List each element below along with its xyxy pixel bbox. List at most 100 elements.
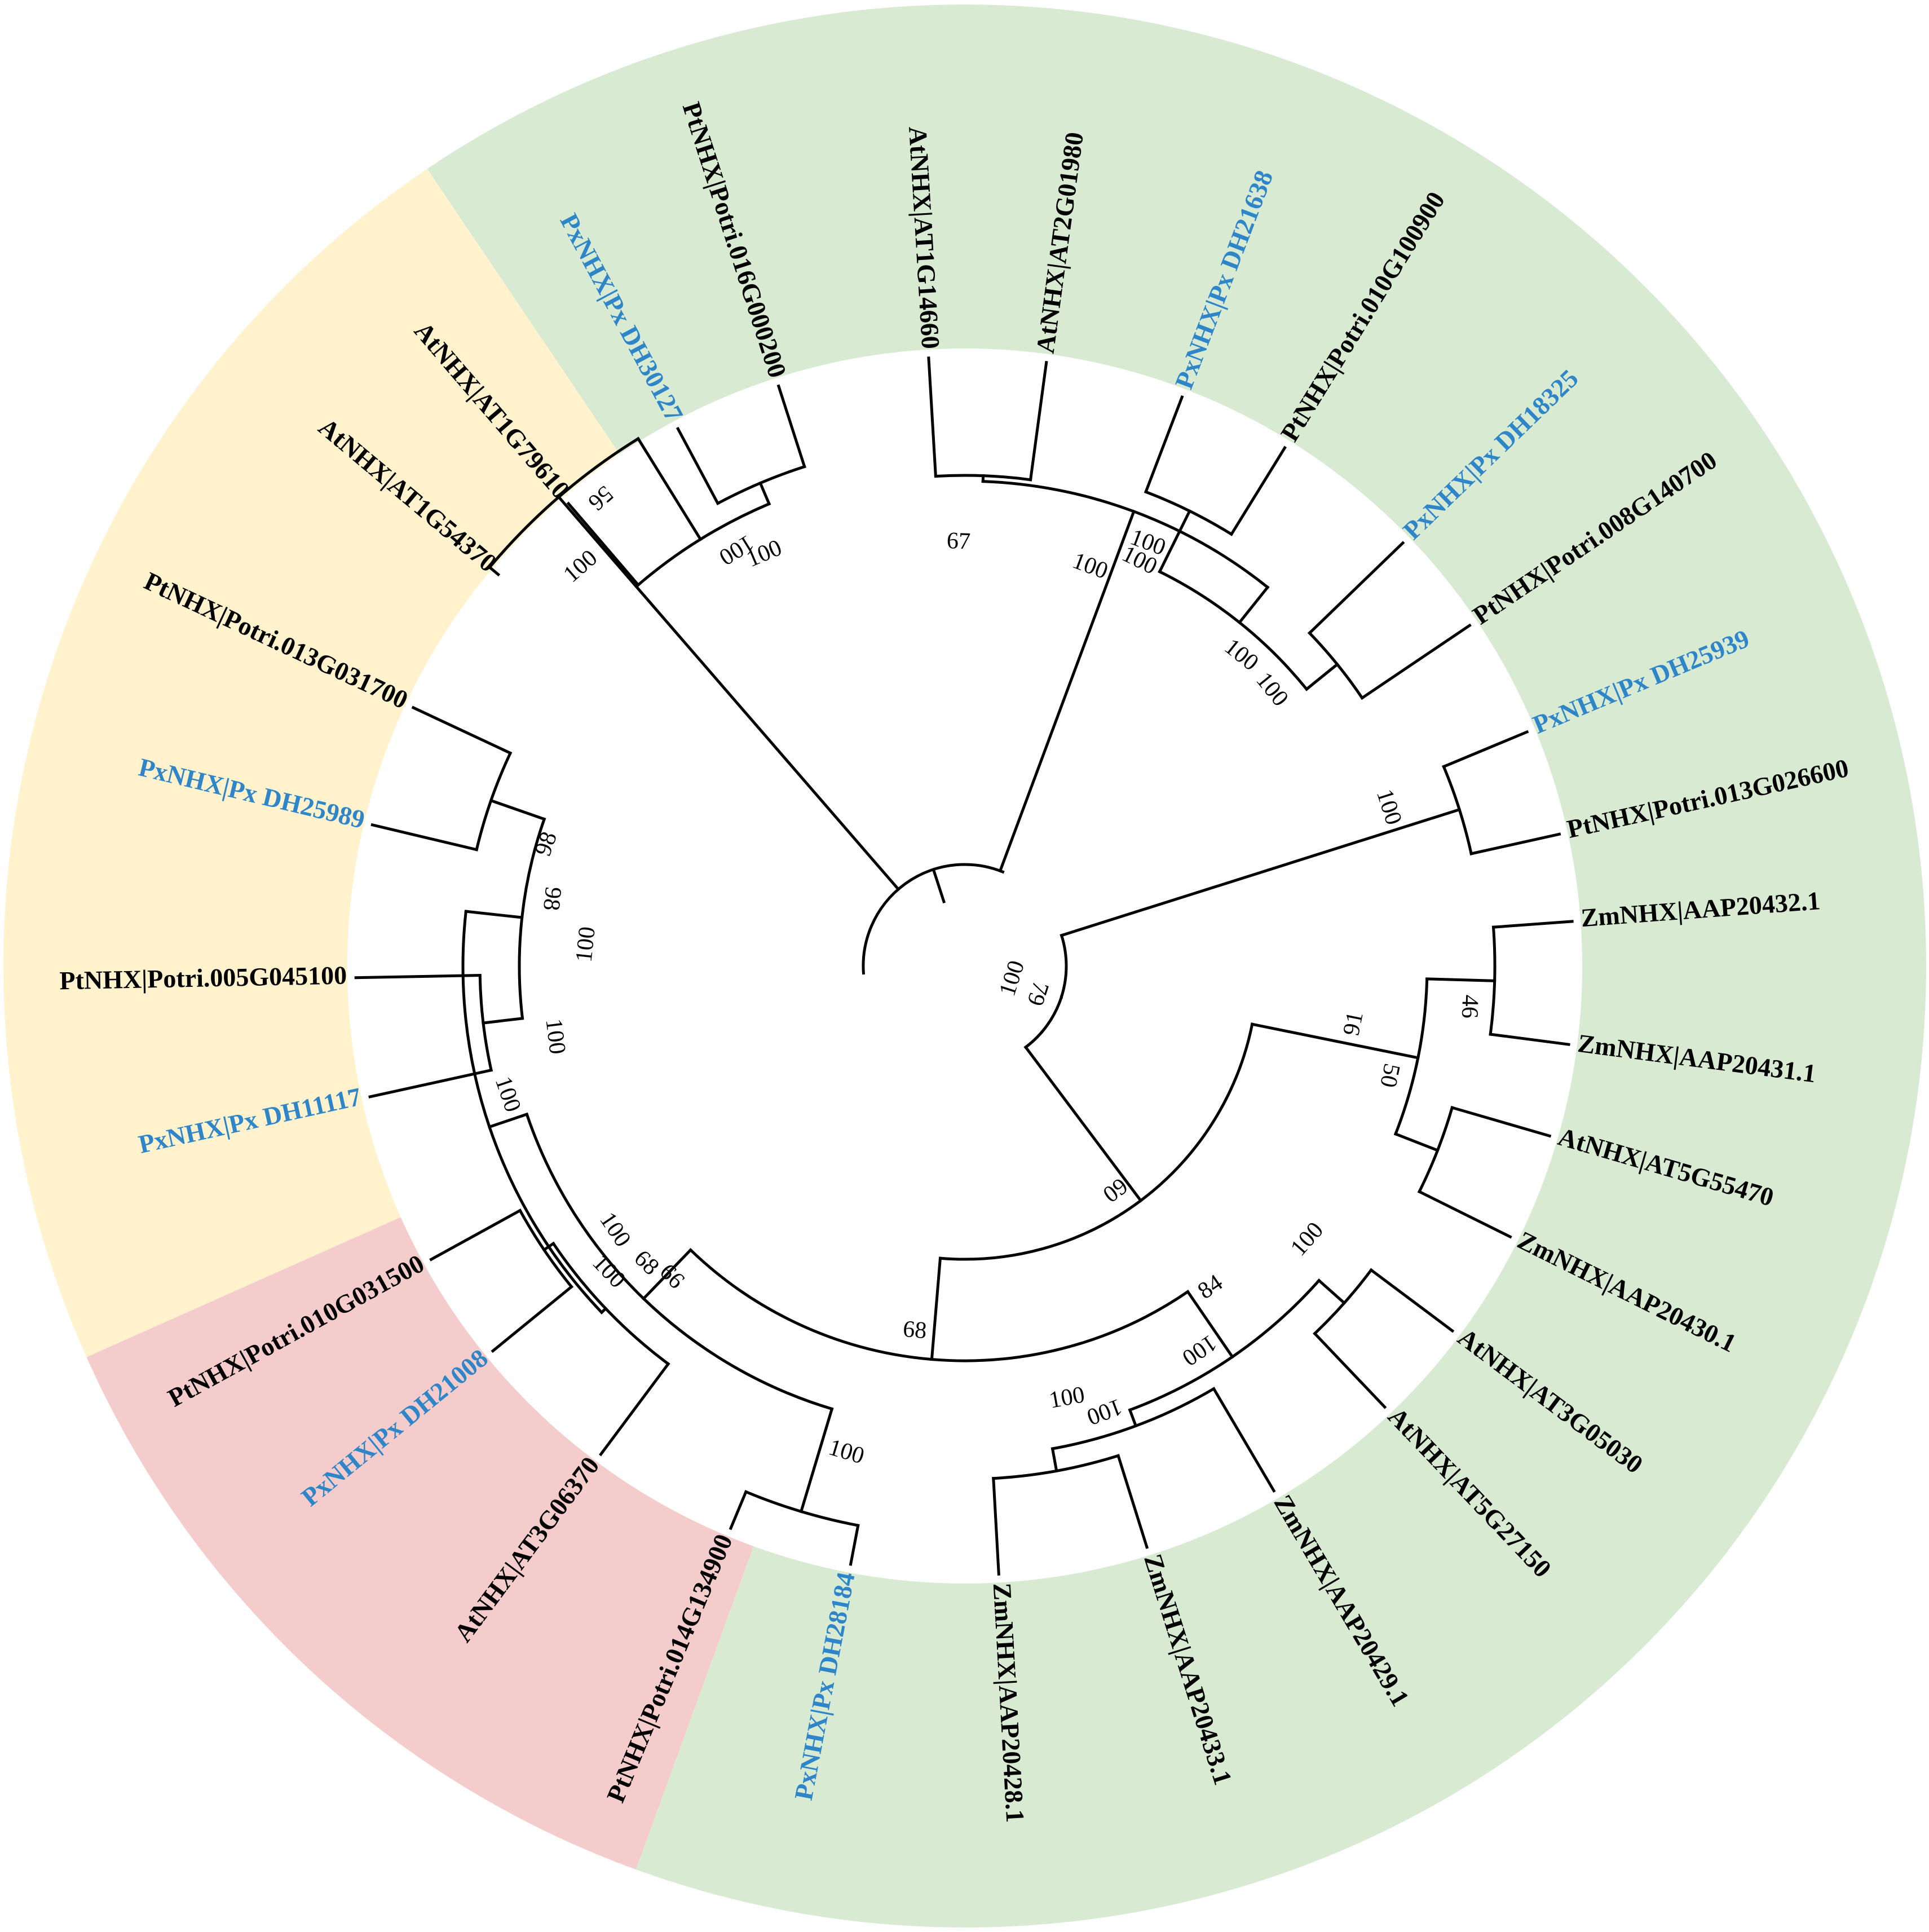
branch-N22_23: [758, 481, 771, 506]
arc-N22_23: [716, 465, 806, 505]
branch-N11_12: [799, 1407, 834, 1514]
branch-N6_7: [1317, 1278, 1347, 1305]
branch-L0: [1442, 730, 1529, 769]
branch-L10: [992, 1476, 1000, 1576]
branch-L25: [1028, 360, 1048, 482]
branch-support-value: 100: [1047, 1382, 1087, 1414]
arc-N0_1: [1442, 765, 1473, 855]
arc-N21_23: [636, 502, 771, 587]
branch-N6_10: [1186, 1290, 1235, 1359]
branch-N2_19: [1023, 1045, 1143, 1203]
branch-N6_19: [930, 1256, 942, 1361]
arc-N16_19: [518, 817, 546, 1020]
branch-L21: [566, 501, 641, 587]
branch-N2_3: [1425, 977, 1497, 982]
arc-N18_19: [475, 751, 513, 852]
branch-support-value: 67: [946, 528, 971, 555]
arc-N11_12: [744, 1490, 860, 1528]
branch-L11: [849, 1524, 860, 1566]
branch-L7: [1313, 1331, 1387, 1409]
branch-L5: [1417, 1189, 1512, 1239]
group-green: [427, 4, 1753, 612]
branch-N26_27: [1158, 509, 1192, 574]
arc-ROOT: [862, 863, 1005, 975]
arc-N13_15: [551, 1241, 670, 1366]
clade-bands: [3, 4, 1926, 1928]
arc-N9_10: [992, 1454, 1120, 1480]
arc-N16_17: [478, 973, 493, 1072]
branch-L17: [354, 973, 482, 980]
arc-N2_3: [1489, 925, 1497, 1036]
branch-N21_23: [636, 436, 703, 541]
arc-N24_29: [981, 480, 1270, 589]
inner-white-disc: [347, 349, 1582, 1583]
branch-L14: [491, 1285, 574, 1353]
leaf-label-L17: PtNHX|Potri.005G045100: [59, 961, 347, 995]
branch-N2_5: [1250, 1022, 1420, 1060]
branch-L6: [1369, 1268, 1455, 1333]
branch-L19: [411, 705, 513, 755]
branch-L15: [429, 1208, 522, 1261]
branch-N4_5: [1393, 1132, 1440, 1153]
branch-N8_10: [1128, 1408, 1138, 1428]
branch-L26: [1144, 395, 1184, 494]
arc-N2_19: [938, 1022, 1254, 1261]
arc-N26_29: [1158, 570, 1309, 691]
group-yellow: [3, 169, 620, 1357]
root-stub: [932, 867, 946, 904]
group-green-left: [635, 414, 1926, 1928]
branch-L4: [1450, 1105, 1552, 1138]
branch-L2: [1491, 920, 1574, 929]
branch-support-value: 91: [1338, 1009, 1368, 1038]
branch-support-value: 100: [540, 1017, 570, 1056]
branch-L8: [1212, 1387, 1276, 1493]
branch-L18: [370, 823, 479, 852]
arc-N2_5: [1393, 977, 1429, 1136]
branch-L28: [1307, 541, 1405, 636]
branch-L29: [1360, 623, 1472, 700]
branch-L12: [729, 1490, 748, 1530]
arc-N8_10: [1050, 1387, 1216, 1450]
arc-N11_19: [525, 1112, 834, 1411]
branch-N16_19: [464, 910, 524, 919]
arc-N24_25: [934, 474, 1032, 482]
branch-L20: [487, 565, 501, 577]
arc-N28_29: [1307, 630, 1365, 700]
group-red: [86, 1217, 754, 1870]
branch-N28_29: [1304, 662, 1340, 691]
branch-L23: [776, 384, 806, 469]
branch-L27: [1229, 445, 1287, 536]
branch-N0_1: [1060, 808, 1462, 937]
branch-L3: [1489, 1033, 1570, 1046]
branch-support-value: 100: [571, 925, 601, 964]
branch-N13_19: [487, 1112, 529, 1129]
branch-N16_17: [482, 1017, 524, 1025]
branch-L24: [927, 356, 938, 478]
branch-N11_19: [641, 1248, 693, 1301]
arc-N6_19: [688, 1247, 1190, 1362]
branch-N9_10: [1050, 1447, 1058, 1473]
arc-N6_7: [1313, 1268, 1374, 1336]
support-value: 46: [1456, 994, 1483, 1018]
branch-N18_19: [489, 799, 546, 821]
branch-N24_29: [998, 509, 1136, 873]
branch-L9: [1116, 1454, 1149, 1549]
support-value: 98: [538, 885, 566, 912]
branch-L22: [676, 426, 720, 506]
branch-N26_29: [1237, 585, 1270, 625]
arc-N14_15: [518, 1208, 574, 1289]
branch-N20_23: [557, 495, 901, 892]
branch-L1: [1469, 832, 1561, 855]
branch-L16: [368, 1068, 493, 1099]
branch-L13: [599, 1362, 670, 1457]
branch-N14_15: [542, 1241, 555, 1252]
support-value: 50: [1375, 1061, 1405, 1089]
tree-branches: [354, 356, 1574, 1576]
arc-N4_5: [1417, 1106, 1454, 1194]
arc-N6_10: [1128, 1278, 1321, 1412]
arc-N20_23: [487, 436, 641, 570]
arc-N26_27: [1144, 489, 1234, 536]
arc-N0_19: [1023, 933, 1068, 1049]
support-value: 68: [902, 1316, 928, 1344]
